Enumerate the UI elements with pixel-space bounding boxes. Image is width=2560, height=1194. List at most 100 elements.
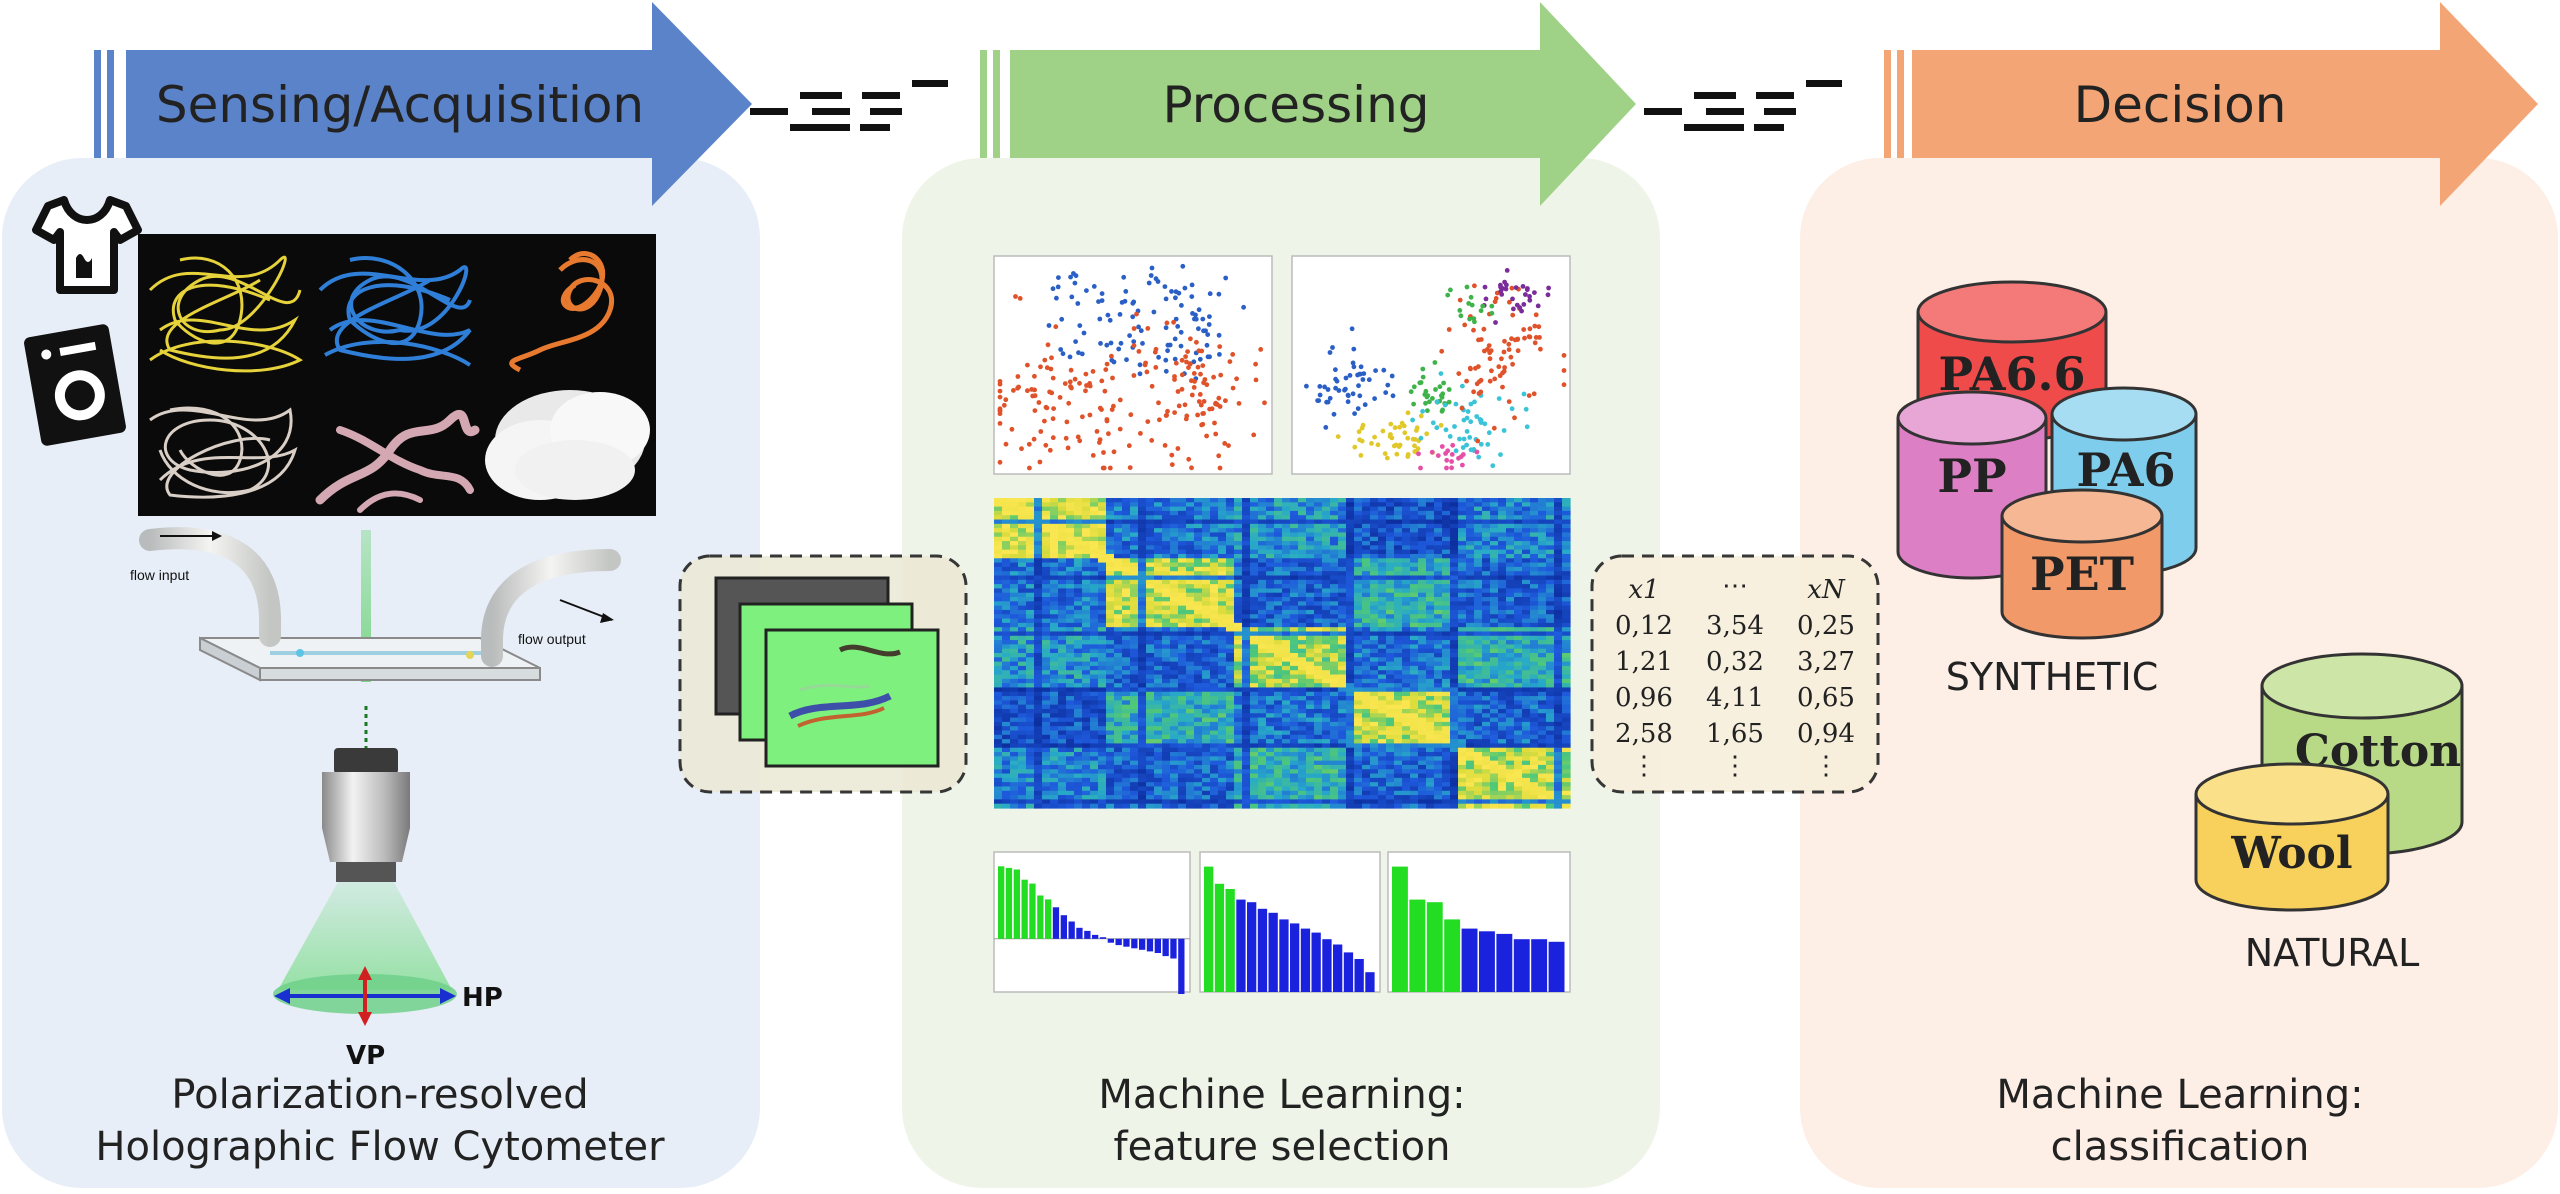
scatter-point [1032,393,1038,399]
heatmap-cell [1490,541,1499,546]
heatmap-cell [1138,588,1147,594]
scatter-point [1162,284,1168,289]
heatmap-cell [1442,558,1451,564]
heatmap-cell [1098,683,1107,689]
heatmap-cell [1410,528,1419,534]
heatmap-cell [1210,553,1219,559]
heatmap-cell [1402,601,1411,607]
scatter-point [1496,396,1502,401]
heatmap-cell [1218,674,1227,680]
heatmap-cell [1106,721,1115,727]
heatmap-cell [1018,704,1027,710]
heatmap-cell [1498,700,1507,706]
heatmap-cell [1434,687,1443,693]
heatmap-cell [1082,618,1091,624]
heatmap-cell [1162,558,1171,564]
heatmap-cell [1074,545,1083,551]
heatmap-cell [1466,635,1475,641]
heatmap-cell [1418,562,1427,568]
heatmap-cell [1330,519,1339,525]
heatmap-cell [1322,614,1331,620]
heatmap-cell [1426,622,1435,628]
heatmap-cell [1538,549,1547,555]
heatmap-cell [1538,678,1547,684]
heatmap-cell [1074,700,1083,706]
heatmap-cell [1050,605,1059,611]
heatmap-cell [1266,571,1275,577]
heatmap-cell [1066,674,1075,680]
heatmap-cell [1418,622,1427,628]
heatmap-cell [1146,743,1155,749]
scatter-point [1065,445,1071,451]
heatmap-cell [1186,631,1195,637]
scatter-point [1513,285,1519,290]
heatmap-cell [1442,510,1451,516]
scatter-point [1447,434,1453,439]
heatmap-cell [1370,678,1379,684]
heatmap-cell [1306,739,1315,745]
heatmap-cell [1258,588,1267,594]
heatmap-cell [1082,614,1091,620]
heatmap-cell [1250,523,1259,529]
heatmap-cell [1226,519,1235,525]
heatmap-cell [1106,605,1115,611]
heatmap-cell [1290,566,1299,572]
heatmap-cell [1386,502,1395,508]
heatmap-cell [1434,536,1443,542]
heatmap-cell [1498,674,1507,680]
heatmap-cell [1410,734,1419,740]
heatmap-cell [1250,717,1259,723]
heatmap-cell [1202,605,1211,611]
heatmap-cell [1322,545,1331,551]
heatmap-cell [1242,700,1251,706]
heatmap-cell [1114,644,1123,650]
heatmap-cell [1474,532,1483,538]
heatmap-cell [1498,752,1507,757]
heatmap-cell [1146,523,1155,529]
heatmap-cell [1170,528,1179,534]
heatmap-cell [1242,536,1251,542]
heatmap-cell [1114,523,1123,529]
heatmap-cell [1562,618,1571,624]
heatmap-cell [1098,566,1107,572]
heatmap-cell [1098,661,1107,667]
heatmap-cell [1386,592,1395,598]
heatmap-cell [1050,687,1059,693]
heatmap-cell [1074,752,1083,757]
heatmap-cell [1290,670,1299,676]
hp-label: HP [462,983,503,1013]
heatmap-cell [1386,717,1395,723]
heatmap-cell [1474,661,1483,667]
heatmap-cell [1370,743,1379,749]
heatmap-cell [1290,553,1299,559]
heatmap-cell [1082,752,1091,757]
heatmap-cell [1458,523,1467,529]
heatmap-cell [1242,648,1251,654]
heatmap-cell [1026,747,1035,753]
heatmap-cell [1018,622,1027,628]
heatmap-cell [1522,635,1531,641]
heatmap-cell [1362,523,1371,529]
heatmap-cell [1042,665,1051,671]
heatmap-cell [1314,717,1323,723]
heatmap-cell [1338,670,1347,676]
heatmap-cell [1514,739,1523,745]
heatmap-cell [1178,592,1187,598]
heatmap-cell [1450,674,1459,680]
heatmap-cell [1170,683,1179,689]
heatmap-cell [1258,661,1267,667]
heatmap-cell [1226,661,1235,667]
heatmap-cell [1186,687,1195,693]
heatmap-cell [1090,704,1099,710]
heatmap-cell [1466,553,1475,559]
heatmap-cell [1074,549,1083,555]
heatmap-cell [1218,545,1227,551]
heatmap-cell [1226,588,1235,594]
scatter-point [1045,342,1051,348]
heatmap-cell [1186,558,1195,564]
heatmap-cell [1426,566,1435,572]
heatmap-cell [1194,696,1203,701]
heatmap-cell [1138,575,1147,581]
heatmap-cell [1138,506,1147,512]
scatter-point [1389,373,1395,379]
